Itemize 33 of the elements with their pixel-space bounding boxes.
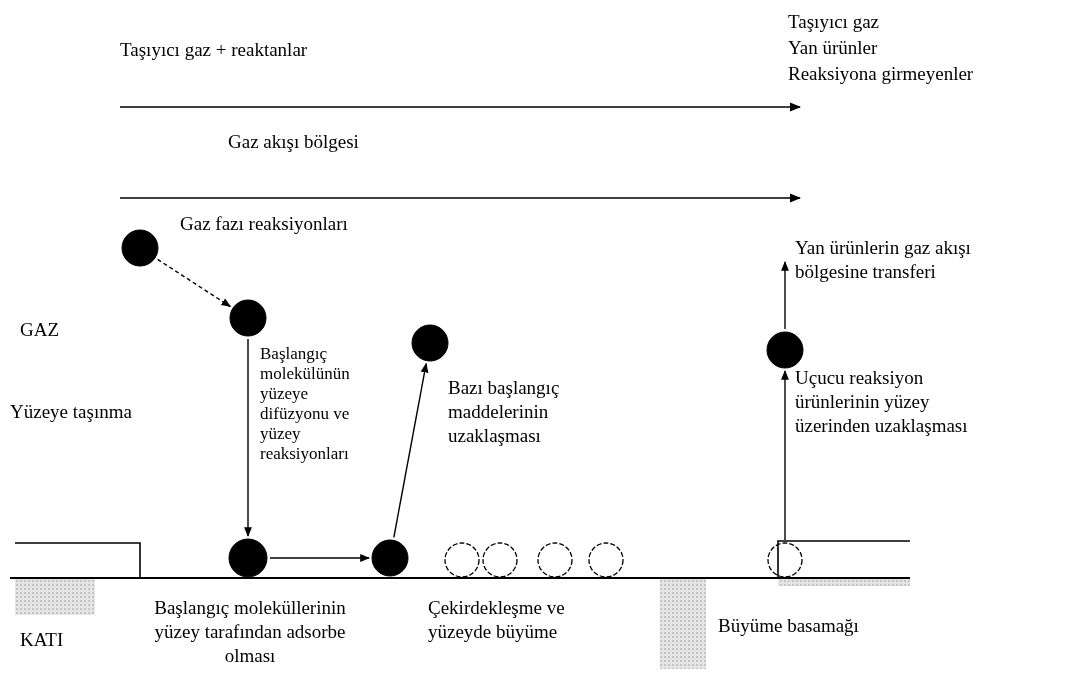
label-text: Yan ürünler <box>788 36 879 60</box>
filled-particle <box>411 324 449 362</box>
open-particle <box>588 542 624 578</box>
open-particle <box>767 542 803 578</box>
label-text: Başlangıç molekülünün yüzeye difüzyonu ve yüzey reaksiyonları <box>260 344 351 464</box>
label-text: Çekirdekleşme ve yüzeyde büyüme <box>428 596 566 644</box>
arrow <box>156 258 232 308</box>
filled-particle <box>228 538 268 578</box>
arrow <box>781 370 789 541</box>
label-text: Gaz akışı bölgesi <box>228 130 360 154</box>
arrow <box>244 338 252 537</box>
arrow <box>393 362 429 539</box>
label-text: Uçucu reaksiyon ürünlerinin yüzey üzerinden uzaklaşması <box>795 366 969 438</box>
open-particle <box>537 542 573 578</box>
label-text: Yüzeye taşınma <box>10 400 133 424</box>
filled-particle <box>121 229 159 267</box>
filled-particle <box>371 539 409 577</box>
label-text: KATI <box>20 628 65 652</box>
arrow <box>781 261 789 330</box>
label-text: Başlangıç moleküllerinin yüzey tarafından adsorbe olması <box>153 596 347 668</box>
filled-particle <box>229 299 267 337</box>
label-text: Gaz fazı reaksiyonları <box>180 212 349 236</box>
filled-particle <box>766 331 804 369</box>
open-particle <box>482 542 518 578</box>
label-text: Taşıyıcı gaz <box>788 10 880 34</box>
label-text: Bazı başlangıç maddelerinin uzaklaşması <box>448 376 561 448</box>
label-text: GAZ <box>20 318 61 342</box>
open-particle <box>444 542 480 578</box>
label-text: Büyüme basamağı <box>718 614 860 638</box>
label-text: Taşıyıcı gaz + reaktanlar <box>120 38 309 62</box>
label-text: Yan ürünlerin gaz akışı bölgesine transferi <box>795 236 1035 284</box>
label-text: Reaksiyona girmeyenler <box>788 62 975 86</box>
arrow <box>269 554 370 562</box>
